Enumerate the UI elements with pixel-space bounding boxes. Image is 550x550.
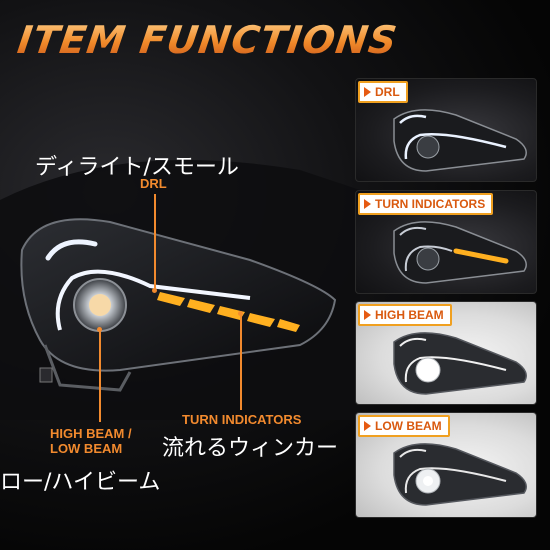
panel-low-label: LOW BEAM — [375, 419, 442, 433]
main-headlight-image — [0, 160, 360, 420]
beam-en-label-2: LOW BEAM — [50, 441, 123, 456]
drl-headlight-image — [393, 109, 527, 172]
high-beam-headlight-image — [393, 332, 527, 395]
triangle-icon — [364, 421, 371, 431]
beam-leader-dot — [97, 327, 102, 332]
panel-low-tag: LOW BEAM — [358, 415, 450, 437]
turn-en-label: TURN INDICATORS — [182, 412, 302, 427]
low-beam-headlight-image — [393, 443, 527, 506]
turn-headlight-image — [393, 221, 527, 284]
panel-high-tag: HIGH BEAM — [358, 304, 452, 326]
drl-leader-line — [154, 194, 156, 290]
panel-high-label: HIGH BEAM — [375, 308, 444, 322]
beam-jp-label: ロー/ハイビーム — [0, 470, 161, 495]
beam-leader-line — [99, 330, 101, 422]
triangle-icon — [364, 87, 371, 97]
panel-high-beam: HIGH BEAM — [355, 301, 537, 405]
drl-leader-dot — [152, 288, 157, 293]
drl-en-label: DRL — [140, 176, 167, 191]
beam-en-label-1: HIGH BEAM / — [50, 426, 132, 441]
panel-turn-tag: TURN INDICATORS — [358, 193, 494, 215]
triangle-icon — [364, 199, 371, 209]
panel-low-beam: LOW BEAM — [355, 412, 537, 518]
turn-jp-label: 流れるウィンカー — [162, 436, 339, 461]
panel-drl: DRL — [355, 78, 537, 182]
turn-leader-line — [240, 314, 242, 410]
page-title: ITEM FUNCTIONS — [14, 18, 401, 62]
drl-jp-label: ディライト/スモール — [35, 155, 239, 180]
turn-leader-dot — [238, 311, 243, 316]
panel-turn-indicators: TURN INDICATORS — [355, 190, 537, 294]
panel-turn-label: TURN INDICATORS — [375, 197, 486, 211]
triangle-icon — [364, 310, 371, 320]
panel-drl-label: DRL — [375, 85, 400, 99]
panel-drl-tag: DRL — [358, 81, 408, 103]
